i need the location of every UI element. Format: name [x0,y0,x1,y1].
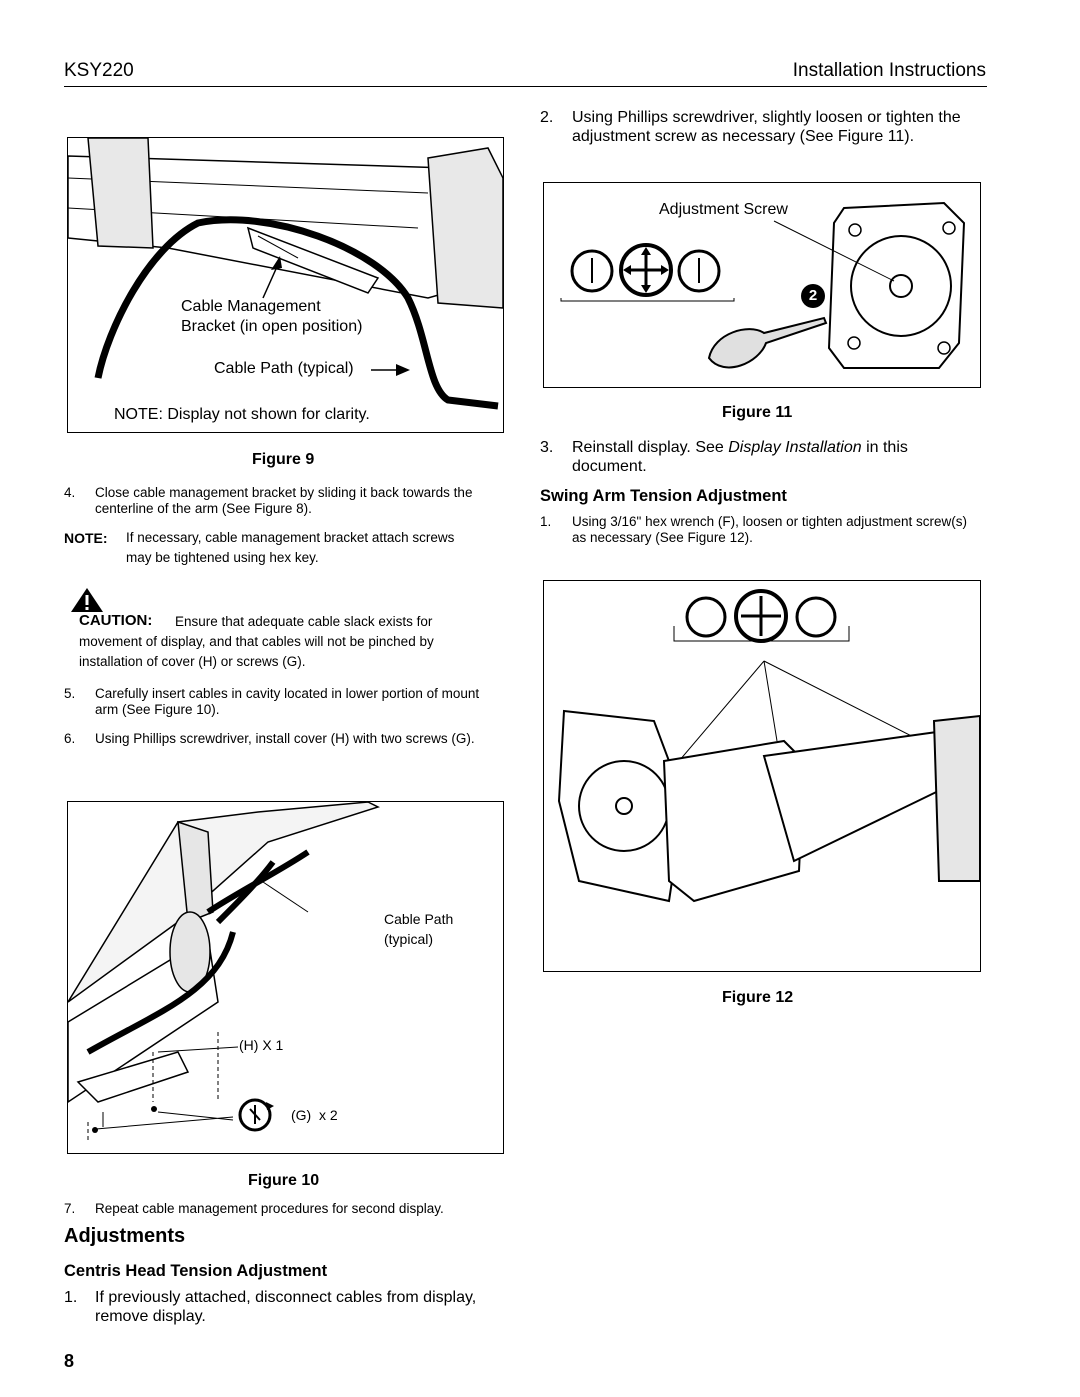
swing-step1-number: 1. [540,514,552,529]
figure-12-drawing [557,589,980,903]
step2-text: Using Phillips screwdriver, slightly loo… [572,109,961,145]
figure-12-illustration [543,580,981,972]
figure-11-caption: Figure 11 [722,404,793,421]
fig10-label-screws-g: (G) x 2 [291,1107,338,1123]
caution-text-line1: Ensure that adequate cable slack exists … [175,614,433,629]
figure-11-illustration: Adjustment Screw 2 [543,182,981,388]
step2-number: 2. [540,109,554,126]
centris-step1-number: 1. [64,1289,78,1306]
fig11-step-badge: 2 [808,287,818,304]
caution-label: CAUTION: [79,612,153,629]
step5-text: Carefully insert cables in cavity locate… [95,686,480,717]
note-text-line1: If necessary, cable management bracket a… [126,530,455,545]
step6-number: 6. [64,731,76,746]
header-title: Installation Instructions [792,60,986,81]
fig9-label-bracket-2: Bracket (in open position) [181,318,363,335]
note-label: NOTE: [64,530,108,546]
fig10-label-cable-path-1: Cable Path [384,911,454,927]
fig11-label-adjustment-screw: Adjustment Screw [659,201,788,218]
step7-number: 7. [64,1201,76,1216]
figure-9-drawing [68,138,503,410]
figure-10-illustration: Cable Path (typical) (H) X 1 (G) x 2 [67,801,504,1154]
figure-10-drawing [68,802,380,1142]
warning-icon [70,587,104,613]
fig9-label-bracket-1: Cable Management [181,298,321,315]
figure-9-illustration: Cable Management Bracket (in open positi… [67,137,504,433]
fig9-label-cable-path: Cable Path (typical) [214,360,354,377]
swing-step1-text: Using 3/16" hex wrench (F), loosen or ti… [572,514,967,545]
step3-number: 3. [540,439,554,456]
step6-text: Using Phillips screwdriver, install cove… [95,731,475,746]
page-number: 8 [64,1351,75,1371]
step7-text: Repeat cable management procedures for s… [95,1201,444,1216]
step5-number: 5. [64,686,76,701]
note-text-line2: may be tightened using hex key. [126,550,319,565]
step4-number: 4. [64,485,76,500]
figure-9-caption: Figure 9 [252,451,315,468]
figure-10-caption: Figure 10 [248,1172,320,1189]
centris-heading: Centris Head Tension Adjustment [64,1262,328,1280]
figure-11-drawing [560,201,966,369]
step3-text: Reinstall display. See Display Installat… [572,439,908,475]
fig9-note: NOTE: Display not shown for clarity. [114,406,370,423]
fig10-label-cover-h: (H) X 1 [239,1037,284,1053]
caution-text-line2: movement of display, and that cables wil… [79,634,434,649]
swing-arm-heading: Swing Arm Tension Adjustment [540,487,787,505]
header-rule [64,86,987,87]
step3-doc-link: Display Installation [728,439,862,456]
centris-step1-text: If previously attached, disconnect cable… [95,1289,477,1325]
step4-text: Close cable management bracket by slidin… [95,485,473,516]
header-model: KSY220 [64,60,134,81]
figure-12-caption: Figure 12 [722,989,794,1006]
caution-text-line3: installation of cover (H) or screws (G). [79,654,306,669]
adjustments-heading: Adjustments [64,1225,186,1247]
fig10-label-cable-path-2: (typical) [384,931,434,947]
